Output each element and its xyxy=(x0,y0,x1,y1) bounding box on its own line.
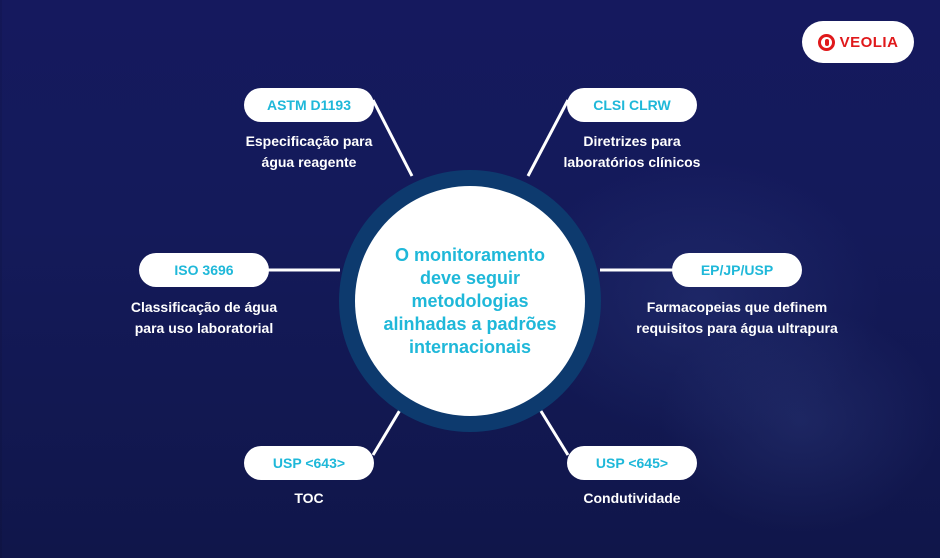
node-usp-645: USP <645> xyxy=(567,446,697,480)
node-label: CLSI CLRW xyxy=(593,97,671,113)
connector-clsi xyxy=(526,99,570,177)
node-description: Condutividade xyxy=(583,490,681,506)
node-description: Especificação para água reagente xyxy=(245,133,373,170)
veolia-logo: VEOLIA xyxy=(802,21,914,63)
node-iso-3696: ISO 3696 xyxy=(139,253,269,287)
node-label: EP/JP/USP xyxy=(700,262,774,278)
hub-circle: O monitoramento deve seguir metodologias… xyxy=(355,186,585,416)
node-label: USP <645> xyxy=(595,455,669,471)
node-label: USP <643> xyxy=(272,455,346,471)
node-label: ASTM D1193 xyxy=(266,97,352,113)
brand-name: VEOLIA xyxy=(839,33,899,51)
node-astm-d1193: ASTM D1193 xyxy=(244,88,374,122)
node-description: Classificação de água para uso laborator… xyxy=(130,299,278,336)
node-description: Diretrizes para laboratórios clínicos xyxy=(563,133,701,170)
connector-astm xyxy=(371,99,414,177)
node-label: ISO 3696 xyxy=(174,262,234,278)
node-ep-jp-usp: EP/JP/USP xyxy=(672,253,802,287)
hub-text: O monitoramento deve seguir metodologias… xyxy=(383,244,557,357)
veolia-logo-icon xyxy=(817,33,835,51)
node-clsi-clrw: CLSI CLRW xyxy=(567,88,697,122)
node-description: TOC xyxy=(294,490,324,506)
node-description: Farmacopeias que definem requisitos para… xyxy=(636,299,838,336)
node-usp-643: USP <643> xyxy=(244,446,374,480)
